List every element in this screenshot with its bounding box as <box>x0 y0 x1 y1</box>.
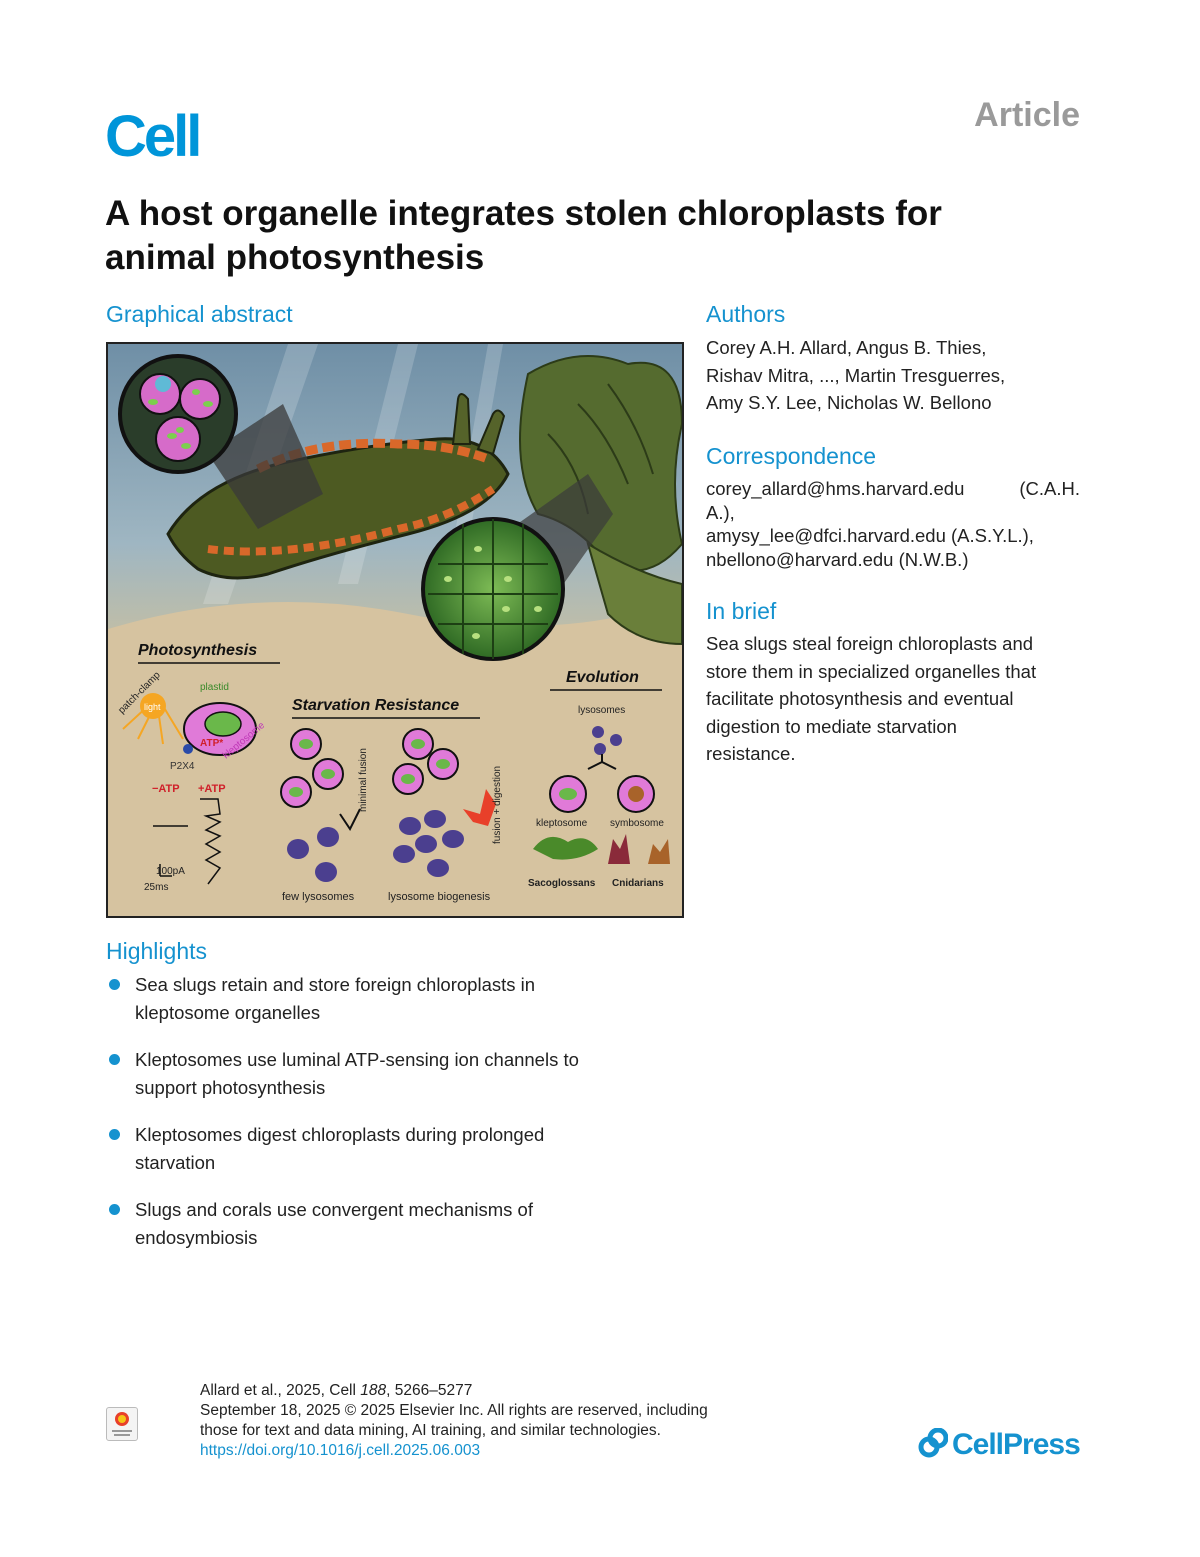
journal-logo: Cell <box>105 104 202 169</box>
check-for-updates-badge[interactable] <box>106 1407 138 1441</box>
graphical-abstract-illustration: Photosynthesis patch-clamp light plastid… <box>108 344 682 916</box>
label-plastid: plastid <box>200 682 229 693</box>
patch-clamp-traces <box>153 798 222 885</box>
highlights-heading: Highlights <box>106 938 207 964</box>
label-atp-star: ATP* <box>200 738 223 749</box>
label-few-lysosomes: few lysosomes <box>282 891 355 903</box>
bullet-icon <box>109 979 120 990</box>
title-line: animal photosynthesis <box>105 238 485 277</box>
highlight-item: Kleptosomes digest chloroplasts during p… <box>106 1121 666 1176</box>
label-cnidarians: Cnidarians <box>612 878 664 889</box>
evolution-diagram <box>533 726 670 864</box>
label-sacoglossans: Sacoglossans <box>528 878 596 889</box>
cellpress-mark-icon <box>918 1427 949 1458</box>
panel-title-evolution: Evolution <box>566 669 639 686</box>
kleptosome-zoom-circle <box>118 354 238 474</box>
label-minimal-fusion: minimal fusion <box>358 748 369 812</box>
bullet-icon <box>109 1204 120 1215</box>
rights-line: September 18, 2025 © 2025 Elsevier Inc. … <box>200 1402 708 1419</box>
chloroplast-zoom-circle <box>421 517 565 661</box>
authors-heading: Authors <box>706 301 786 327</box>
light-source-icon <box>122 693 184 745</box>
label-lysosome-biogenesis: lysosome biogenesis <box>388 891 491 903</box>
email-link[interactable]: amysy_lee@dfci.harvard.edu (A.S.Y.L.), <box>706 525 1034 546</box>
correspondence-heading: Correspondence <box>706 443 877 469</box>
cellpress-logo: CellPress <box>918 1427 1081 1462</box>
citation-line: Allard et al., 2025, Cell 188, 5266–5277 <box>200 1382 473 1399</box>
label-minus-atp: −ATP <box>152 783 180 795</box>
bullet-icon <box>109 1129 120 1140</box>
highlight-item: Slugs and corals use convergent mechanis… <box>106 1196 666 1251</box>
label-plus-atp: +ATP <box>198 783 226 795</box>
in-brief-line: facilitate photosynthesis and eventual <box>706 688 1014 709</box>
label-p2x4: P2X4 <box>170 761 195 772</box>
highlight-item: Kleptosomes use luminal ATP-sensing ion … <box>106 1046 666 1101</box>
highlight-item: Sea slugs retain and store foreign chlor… <box>106 971 666 1026</box>
panel-title-starvation: Starvation Resistance <box>292 697 459 714</box>
doi-link[interactable]: https://doi.org/10.1016/j.cell.2025.06.0… <box>200 1442 481 1459</box>
kleptosome-diagram <box>183 702 257 756</box>
lysosome-biogenesis-group <box>392 728 496 877</box>
sand-floor <box>108 599 682 916</box>
rights-line: those for text and data mining, AI train… <box>200 1422 661 1439</box>
label-symbosome: symbosome <box>610 818 664 829</box>
article-type-label: Article <box>974 96 1080 134</box>
panel-title-photosynthesis: Photosynthesis <box>138 642 257 659</box>
email-link[interactable]: nbellono@harvard.edu (N.W.B.) <box>706 548 969 570</box>
label-scale-current: 100pA <box>156 866 185 877</box>
article-title: A host organelle integrates stolen chlor… <box>105 192 1105 280</box>
label-kleptosome: kleptosome <box>536 818 588 829</box>
citation-footer: Allard et al., 2025, Cell 188, 5266–5277… <box>200 1381 796 1461</box>
in-brief-line: Sea slugs steal foreign chloroplasts and <box>706 633 1034 654</box>
bullet-icon <box>109 1054 120 1065</box>
author-line: Amy S.Y. Lee, Nicholas W. Bellono <box>706 392 992 413</box>
few-lysosomes-group <box>280 728 361 882</box>
author-line: Rishav Mitra, ..., Martin Tresguerres, <box>706 364 1006 386</box>
zoom-cone <box>208 404 323 529</box>
label-lysosomes: lysosomes <box>578 705 625 716</box>
in-brief-line: digestion to mediate starvation <box>706 715 957 737</box>
email-initials: (C.A.H. <box>1019 478 1080 499</box>
in-brief-line: store them in specialized organelles tha… <box>706 660 1037 682</box>
label-scale-time: 25ms <box>144 882 168 893</box>
title-line: A host organelle integrates stolen chlor… <box>105 194 942 233</box>
in-brief-text: Sea slugs steal foreign chloroplasts and… <box>706 630 1106 768</box>
label-light: light <box>144 702 161 712</box>
email-link[interactable]: corey_allard@hms.harvard.edu <box>706 478 965 499</box>
correspondence-emails: corey_allard@hms.harvard.edu (C.A.H. A.)… <box>706 477 1086 571</box>
graphical-abstract-figure: Photosynthesis patch-clamp light plastid… <box>106 342 684 918</box>
check-updates-icon <box>112 1412 132 1436</box>
highlights-list: Sea slugs retain and store foreign chlor… <box>106 971 666 1271</box>
in-brief-line: resistance. <box>706 743 796 764</box>
graphical-abstract-heading: Graphical abstract <box>106 301 293 327</box>
authors-list: Corey A.H. Allard, Angus B. Thies, Risha… <box>706 334 1106 417</box>
email-initials-wrap: A.), <box>706 501 735 523</box>
author-line: Corey A.H. Allard, Angus B. Thies, <box>706 337 987 358</box>
in-brief-heading: In brief <box>706 598 777 624</box>
label-fusion-digestion: fusion + digestion <box>492 766 503 844</box>
